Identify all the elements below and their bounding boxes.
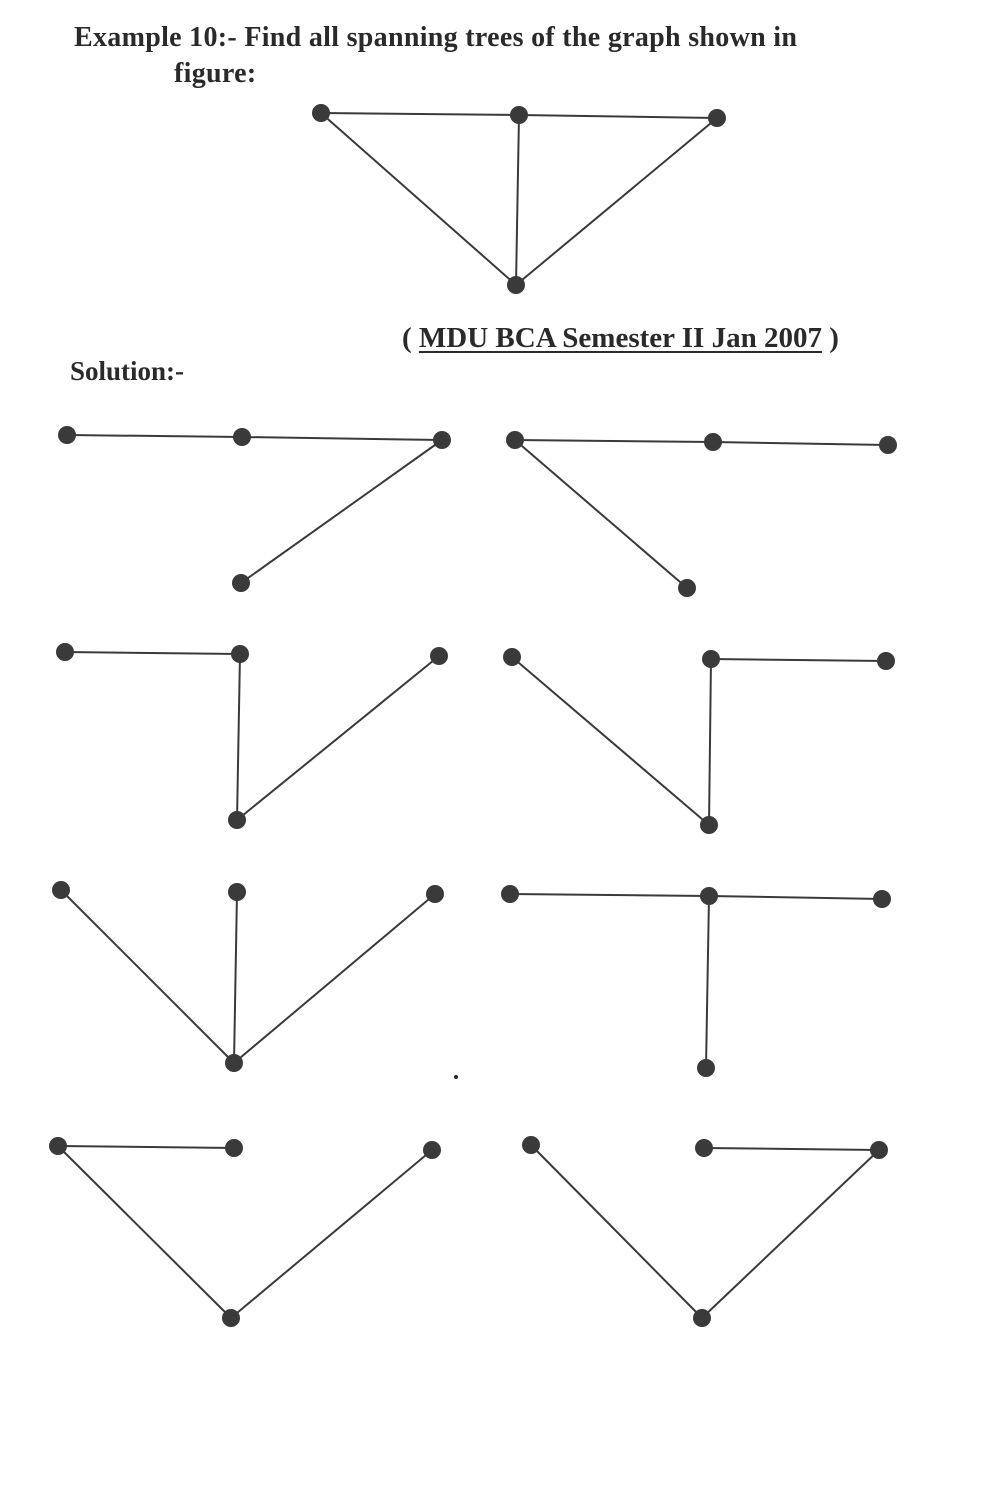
vertex-a: [503, 648, 521, 666]
spanning-tree-3: [56, 643, 448, 829]
edge-a-d: [514, 439, 688, 589]
edge-b-c: [708, 895, 883, 900]
edge-a-b: [57, 1145, 235, 1149]
vertex-b: [695, 1139, 713, 1157]
original-graph: [312, 104, 726, 294]
edge-b-d: [705, 895, 710, 1069]
edge-c-d: [515, 117, 718, 286]
example-heading: Example 10:- Find all spanning trees of …: [74, 22, 798, 53]
solution-label: Solution:-: [70, 356, 185, 386]
vertex-c: [426, 885, 444, 903]
spanning-tree-1: [58, 426, 451, 592]
vertex-b: [231, 645, 249, 663]
edge-b-c: [710, 658, 887, 662]
vertex-c: [708, 109, 726, 127]
vertex-a: [56, 643, 74, 661]
spanning-tree-8: [522, 1136, 888, 1327]
vertex-c: [873, 890, 891, 908]
edge-a-b: [66, 434, 243, 438]
vertex-c: [870, 1141, 888, 1159]
edge-b-c: [241, 436, 443, 441]
exam-source: ( MDU BCA Semester II Jan 2007 ): [402, 322, 839, 355]
vertex-b: [228, 883, 246, 901]
edge-a-d: [57, 1145, 232, 1319]
spanning-tree-7: [49, 1137, 441, 1327]
edge-b-d: [708, 658, 712, 826]
vertex-d: [700, 816, 718, 834]
vertex-b: [700, 887, 718, 905]
vertex-d: [678, 579, 696, 597]
vertex-b: [225, 1139, 243, 1157]
ink-speck: [454, 1075, 458, 1079]
vertex-d: [693, 1309, 711, 1327]
vertex-a: [58, 426, 76, 444]
vertex-d: [225, 1054, 243, 1072]
spanning-tree-6: [501, 885, 891, 1077]
vertex-a: [506, 431, 524, 449]
edge-c-d: [240, 439, 443, 584]
vertex-c: [879, 436, 897, 454]
spanning-tree-5: [52, 881, 444, 1072]
edge-a-d: [320, 112, 517, 286]
vertex-d: [222, 1309, 240, 1327]
vertex-b: [704, 433, 722, 451]
vertex-c: [877, 652, 895, 670]
source-close-paren: ): [829, 322, 839, 354]
edge-a-d: [60, 889, 235, 1064]
edge-a-b: [514, 439, 714, 443]
vertex-c: [430, 647, 448, 665]
vertex-a: [312, 104, 330, 122]
vertex-a: [52, 881, 70, 899]
edge-c-d: [230, 1149, 433, 1319]
spanning-tree-4: [503, 648, 895, 834]
vertex-d: [697, 1059, 715, 1077]
edge-b-d: [236, 653, 241, 821]
vertex-c: [433, 431, 451, 449]
vertex-a: [49, 1137, 67, 1155]
edge-b-d: [233, 891, 238, 1064]
edge-a-d: [511, 656, 710, 826]
example-heading-continuation: figure:: [174, 58, 257, 89]
source-text: MDU BCA Semester II Jan 2007: [418, 322, 822, 354]
vertex-c: [423, 1141, 441, 1159]
edge-b-d: [515, 114, 520, 286]
edge-b-c: [703, 1147, 880, 1151]
vertex-d: [507, 276, 525, 294]
vertex-d: [232, 574, 250, 592]
edge-b-c: [518, 114, 718, 119]
edge-a-b: [320, 112, 520, 116]
edge-a-d: [530, 1144, 703, 1319]
edge-a-b: [64, 651, 241, 655]
edge-b-c: [712, 441, 889, 446]
edge-c-d: [701, 1149, 880, 1319]
vertex-b: [702, 650, 720, 668]
vertex-a: [522, 1136, 540, 1154]
vertex-b: [233, 428, 251, 446]
edge-c-d: [236, 655, 440, 821]
edge-c-d: [233, 893, 436, 1064]
source-open-paren: (: [402, 322, 412, 354]
edge-a-b: [509, 893, 710, 897]
vertex-b: [510, 106, 528, 124]
vertex-d: [228, 811, 246, 829]
spanning-tree-2: [506, 431, 897, 597]
vertex-a: [501, 885, 519, 903]
